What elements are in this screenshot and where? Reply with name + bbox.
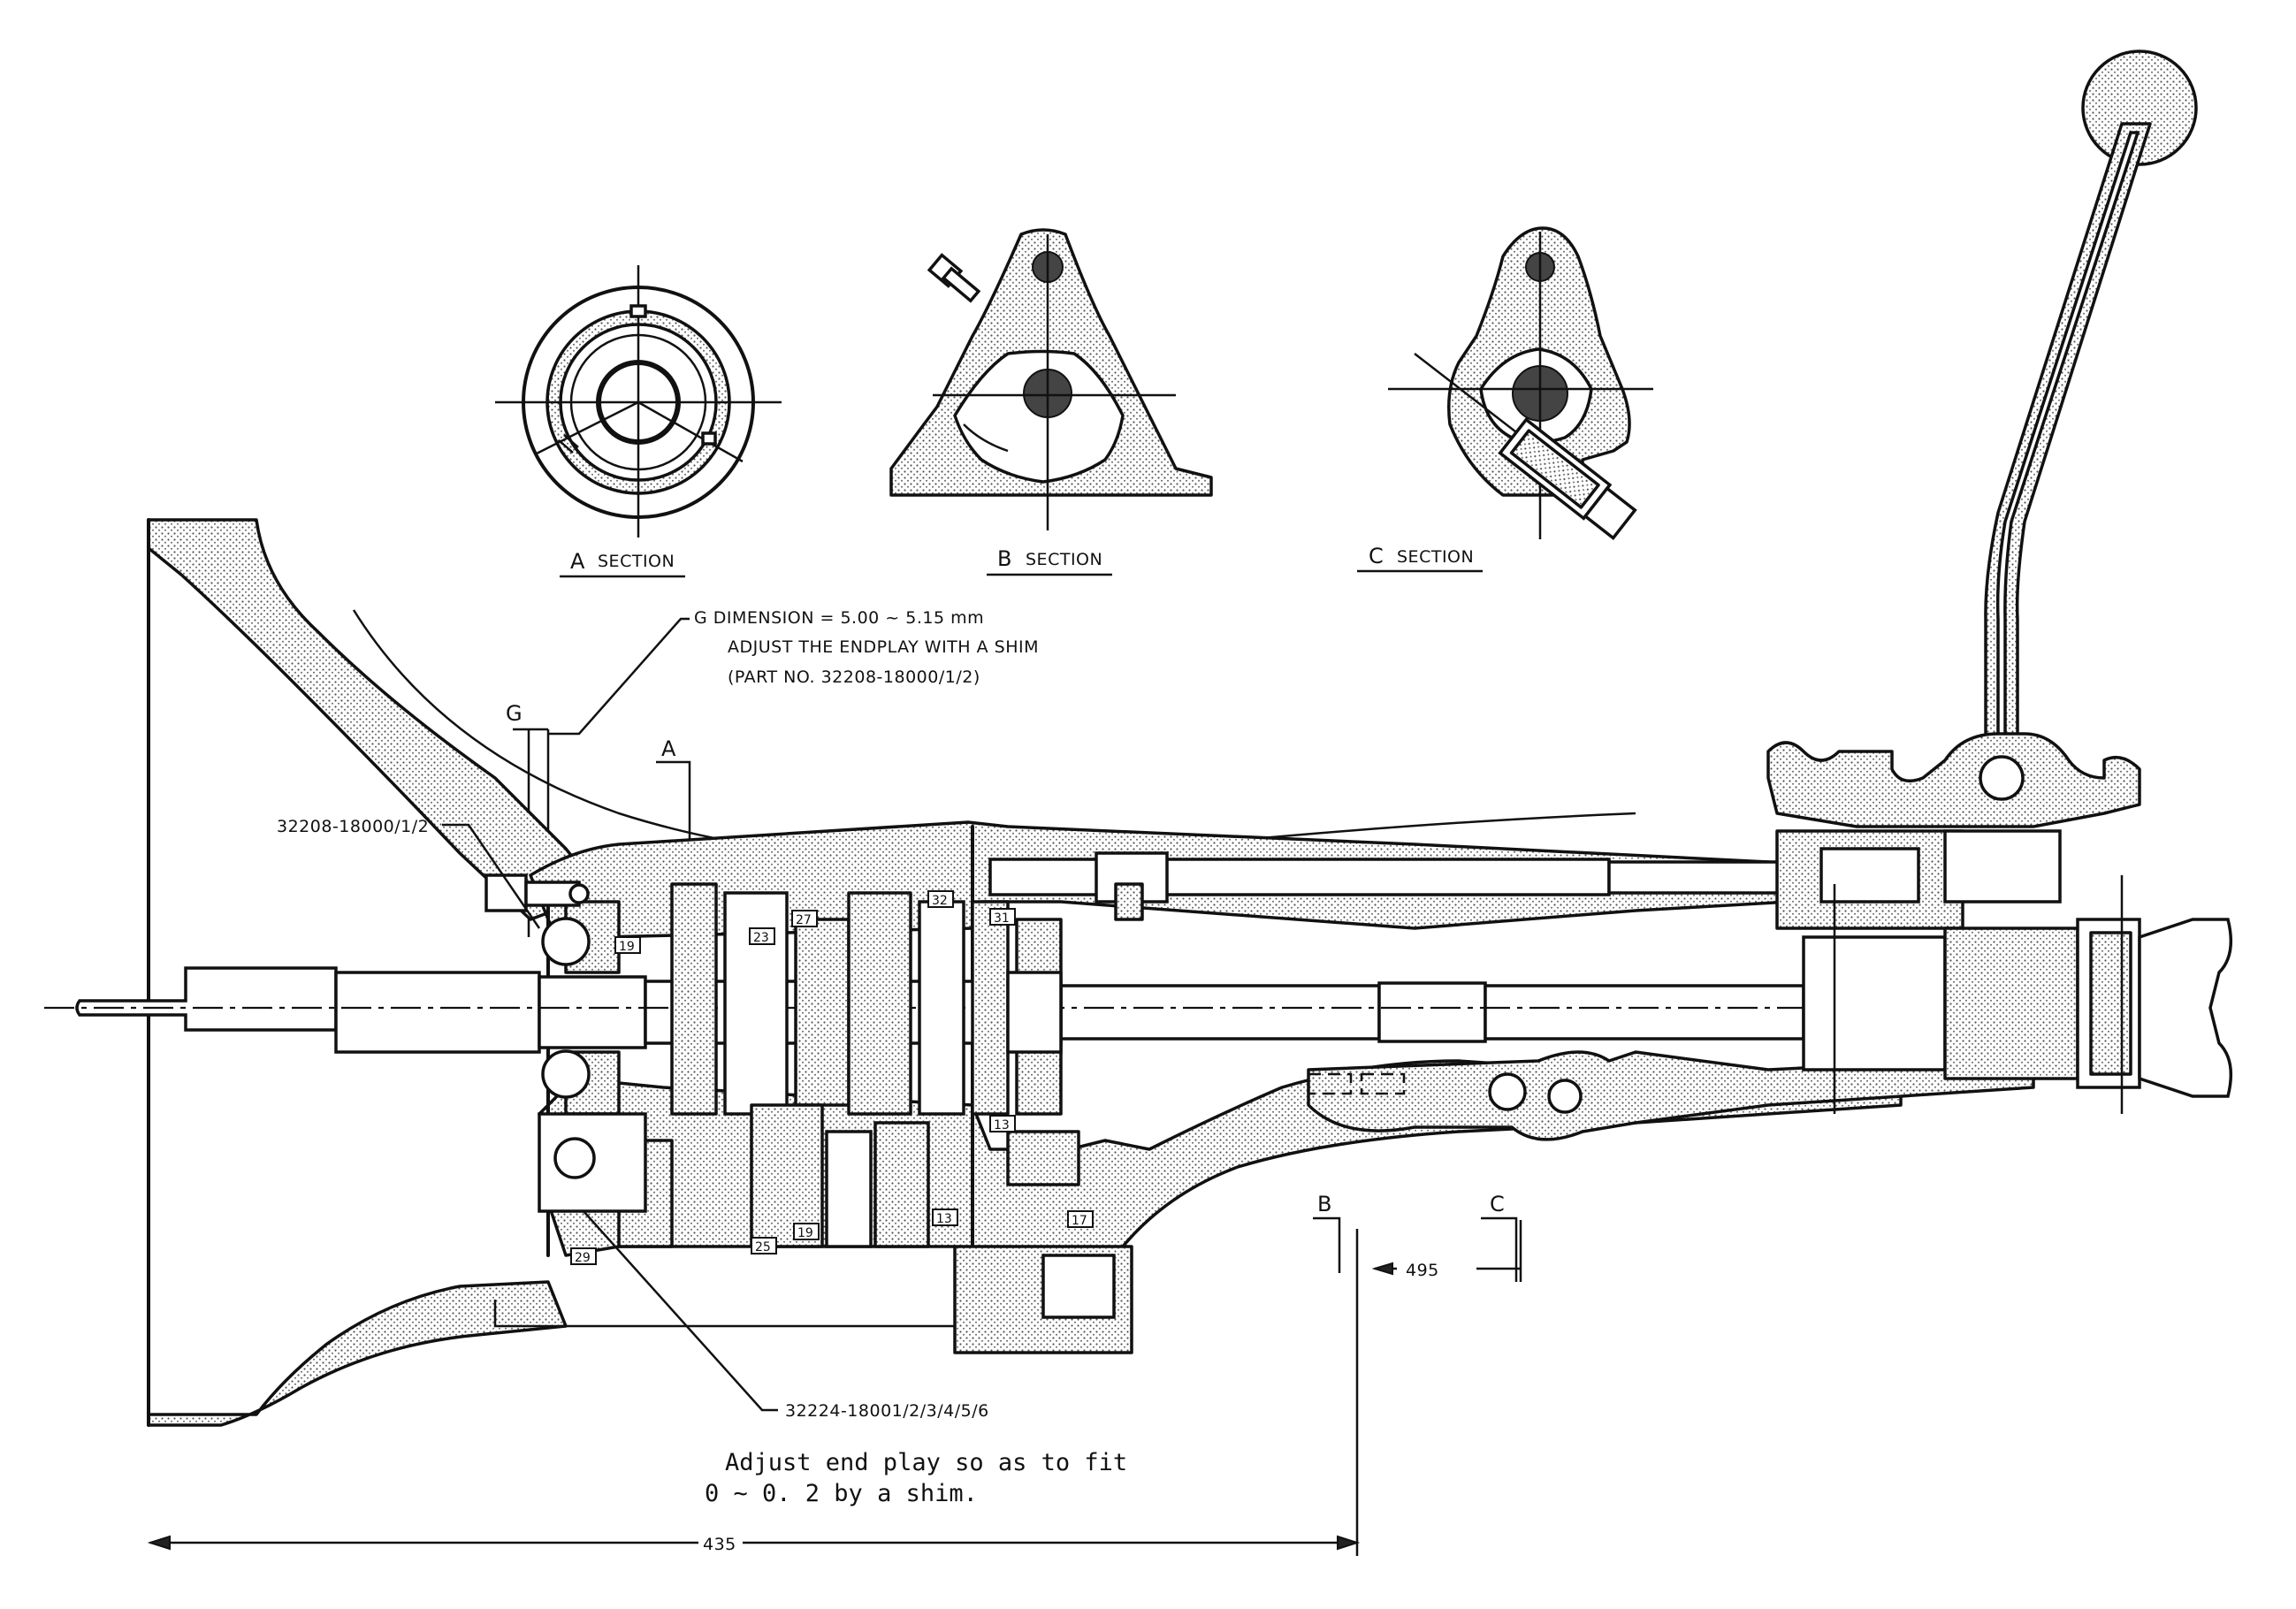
c-section-view [1388, 226, 1653, 541]
svg-text:C: C [1490, 1192, 1505, 1216]
svg-text:SECTION: SECTION [598, 552, 675, 571]
svg-text:B: B [1317, 1192, 1331, 1216]
svg-text:32224-18001/2/3/4/5/6: 32224-18001/2/3/4/5/6 [785, 1401, 989, 1421]
g-dimension-note: G DIMENSION = 5.00 ~ 5.15 mm ADJUST THE … [548, 608, 1039, 736]
svg-text:19: 19 [797, 1226, 813, 1240]
countershaft [538, 1112, 1133, 1354]
end-play-note: Adjust end play so as to fit 0 ~ 0. 2 by… [705, 1449, 1127, 1507]
svg-text:SECTION: SECTION [1397, 547, 1474, 567]
svg-text:0 ~ 0. 2 by a shim.: 0 ~ 0. 2 by a shim. [705, 1480, 978, 1507]
a-section-view [495, 265, 782, 538]
c-section-label: C SECTION [1357, 544, 1483, 573]
svg-text:G DIMENSION = 5.00 ~ 5.15 mm: G DIMENSION = 5.00 ~ 5.15 mm [694, 608, 984, 628]
b-cut-marker: B [1313, 1192, 1341, 1273]
clutch-bell-housing [147, 518, 1636, 1427]
svg-text:B: B [997, 546, 1011, 571]
svg-text:SECTION: SECTION [1026, 550, 1102, 569]
front-bolt [484, 873, 590, 912]
svg-text:435: 435 [703, 1535, 736, 1554]
svg-text:29: 29 [575, 1251, 591, 1265]
svg-text:A: A [661, 736, 676, 761]
svg-text:C: C [1369, 544, 1384, 568]
shift-lever [1766, 50, 2198, 904]
svg-text:19: 19 [619, 940, 635, 954]
b-section-bolt [927, 253, 981, 303]
b-section-label: B SECTION [987, 546, 1112, 576]
c-cut-marker: C [1481, 1192, 1518, 1282]
upper-shim-callout: 32208-18000/1/2 [277, 817, 541, 929]
overall-dimension: 435 [147, 1229, 1361, 1556]
bc-offset-dimension: 495 [1371, 1220, 1522, 1282]
svg-text:27: 27 [796, 913, 812, 927]
extension-housing [1307, 1050, 2035, 1141]
svg-text:25: 25 [755, 1240, 771, 1254]
svg-text:13: 13 [994, 1118, 1010, 1132]
svg-text:13: 13 [936, 1212, 952, 1226]
rear-yoke [1802, 875, 2233, 1114]
svg-text:495: 495 [1406, 1261, 1439, 1280]
svg-text:23: 23 [753, 931, 769, 945]
svg-text:31: 31 [994, 911, 1010, 926]
svg-text:ADJUST THE ENDPLAY WITH A SHIM: ADJUST THE ENDPLAY WITH A SHIM [728, 637, 1039, 657]
svg-text:17: 17 [1072, 1214, 1087, 1228]
b-section-view [889, 228, 1213, 530]
a-section-label: A SECTION [560, 549, 685, 578]
svg-text:(PART NO. 32208-18000/1/2): (PART NO. 32208-18000/1/2) [728, 667, 980, 687]
c-section-actuator [1498, 417, 1637, 541]
lower-shim-callout: 32224-18001/2/3/4/5/6 [583, 1210, 989, 1421]
shift-rod [988, 829, 1964, 930]
svg-text:32: 32 [932, 894, 948, 908]
gear-tooth-labels: 19 23 27 32 31 13 13 17 25 19 29 [570, 890, 1094, 1265]
svg-text:32208-18000/1/2: 32208-18000/1/2 [277, 817, 429, 836]
svg-text:G: G [506, 701, 523, 726]
svg-text:A: A [570, 549, 585, 574]
svg-text:Adjust end play so as to fit: Adjust end play so as to fit [725, 1449, 1127, 1476]
